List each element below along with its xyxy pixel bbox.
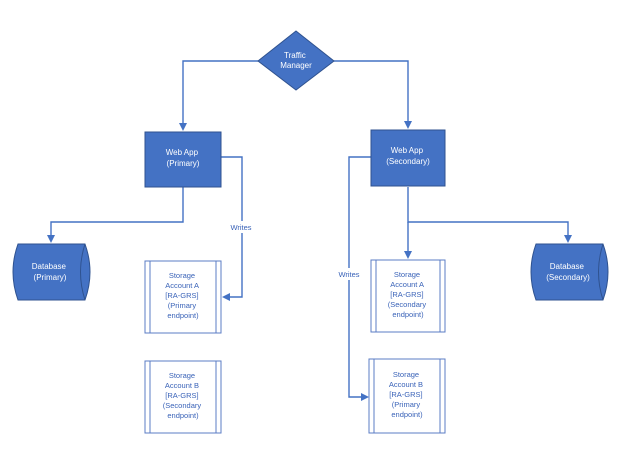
- web-app-secondary-node: Web App (Secondary): [370, 129, 446, 187]
- writes-label-right: Writes: [338, 270, 359, 279]
- storage-account-b-left-node: Storage Account B [RA-GRS] (Secondary en…: [144, 360, 222, 434]
- arrowhead-storage-a-left: [222, 293, 230, 301]
- edge-labels: Writes Writes: [226, 221, 364, 280]
- traffic-manager-node: Traffic Manager: [257, 30, 335, 91]
- connector-webapp-to-db-primary: [50, 187, 184, 236]
- database-primary-node: Database (Primary): [12, 243, 91, 301]
- web-app-secondary-label: Web App (Secondary): [386, 146, 430, 166]
- web-app-primary-label: Web App (Primary): [166, 148, 201, 168]
- arrowhead-storage-a-right: [404, 251, 412, 259]
- arrowhead-storage-b-right: [361, 393, 369, 401]
- connector-webapp-to-db-secondary: [407, 187, 569, 236]
- storage-account-a-left-label: Storage Account A [RA-GRS] (Primary endp…: [165, 271, 200, 320]
- arrowhead-webapp-primary: [179, 123, 187, 131]
- database-secondary-label: Database (Secondary): [546, 262, 590, 282]
- arrowhead-db-secondary: [564, 235, 572, 243]
- database-primary-label: Database (Primary): [32, 262, 68, 282]
- storage-account-a-right-node: Storage Account A [RA-GRS] (Secondary en…: [370, 259, 446, 333]
- connector-tm-to-webapp-primary: [182, 60, 258, 124]
- arrowhead-db-primary: [47, 235, 55, 243]
- storage-account-b-right-label: Storage Account B [RA-GRS] (Primary endp…: [389, 370, 425, 419]
- storage-account-a-left-node: Storage Account A [RA-GRS] (Primary endp…: [144, 260, 222, 334]
- connectors: [47, 60, 572, 401]
- writes-label-left: Writes: [230, 223, 251, 232]
- storage-account-b-left-label: Storage Account B [RA-GRS] (Secondary en…: [163, 371, 203, 420]
- connector-tm-to-webapp-secondary: [334, 60, 409, 122]
- web-app-primary-node: Web App (Primary): [144, 131, 222, 188]
- traffic-manager-label: Traffic Manager: [280, 51, 312, 70]
- arrowhead-webapp-secondary: [404, 121, 412, 129]
- storage-account-a-right-label: Storage Account A [RA-GRS] (Secondary en…: [388, 270, 428, 319]
- database-secondary-node: Database (Secondary): [530, 243, 609, 301]
- storage-account-b-right-node: Storage Account B [RA-GRS] (Primary endp…: [368, 358, 446, 434]
